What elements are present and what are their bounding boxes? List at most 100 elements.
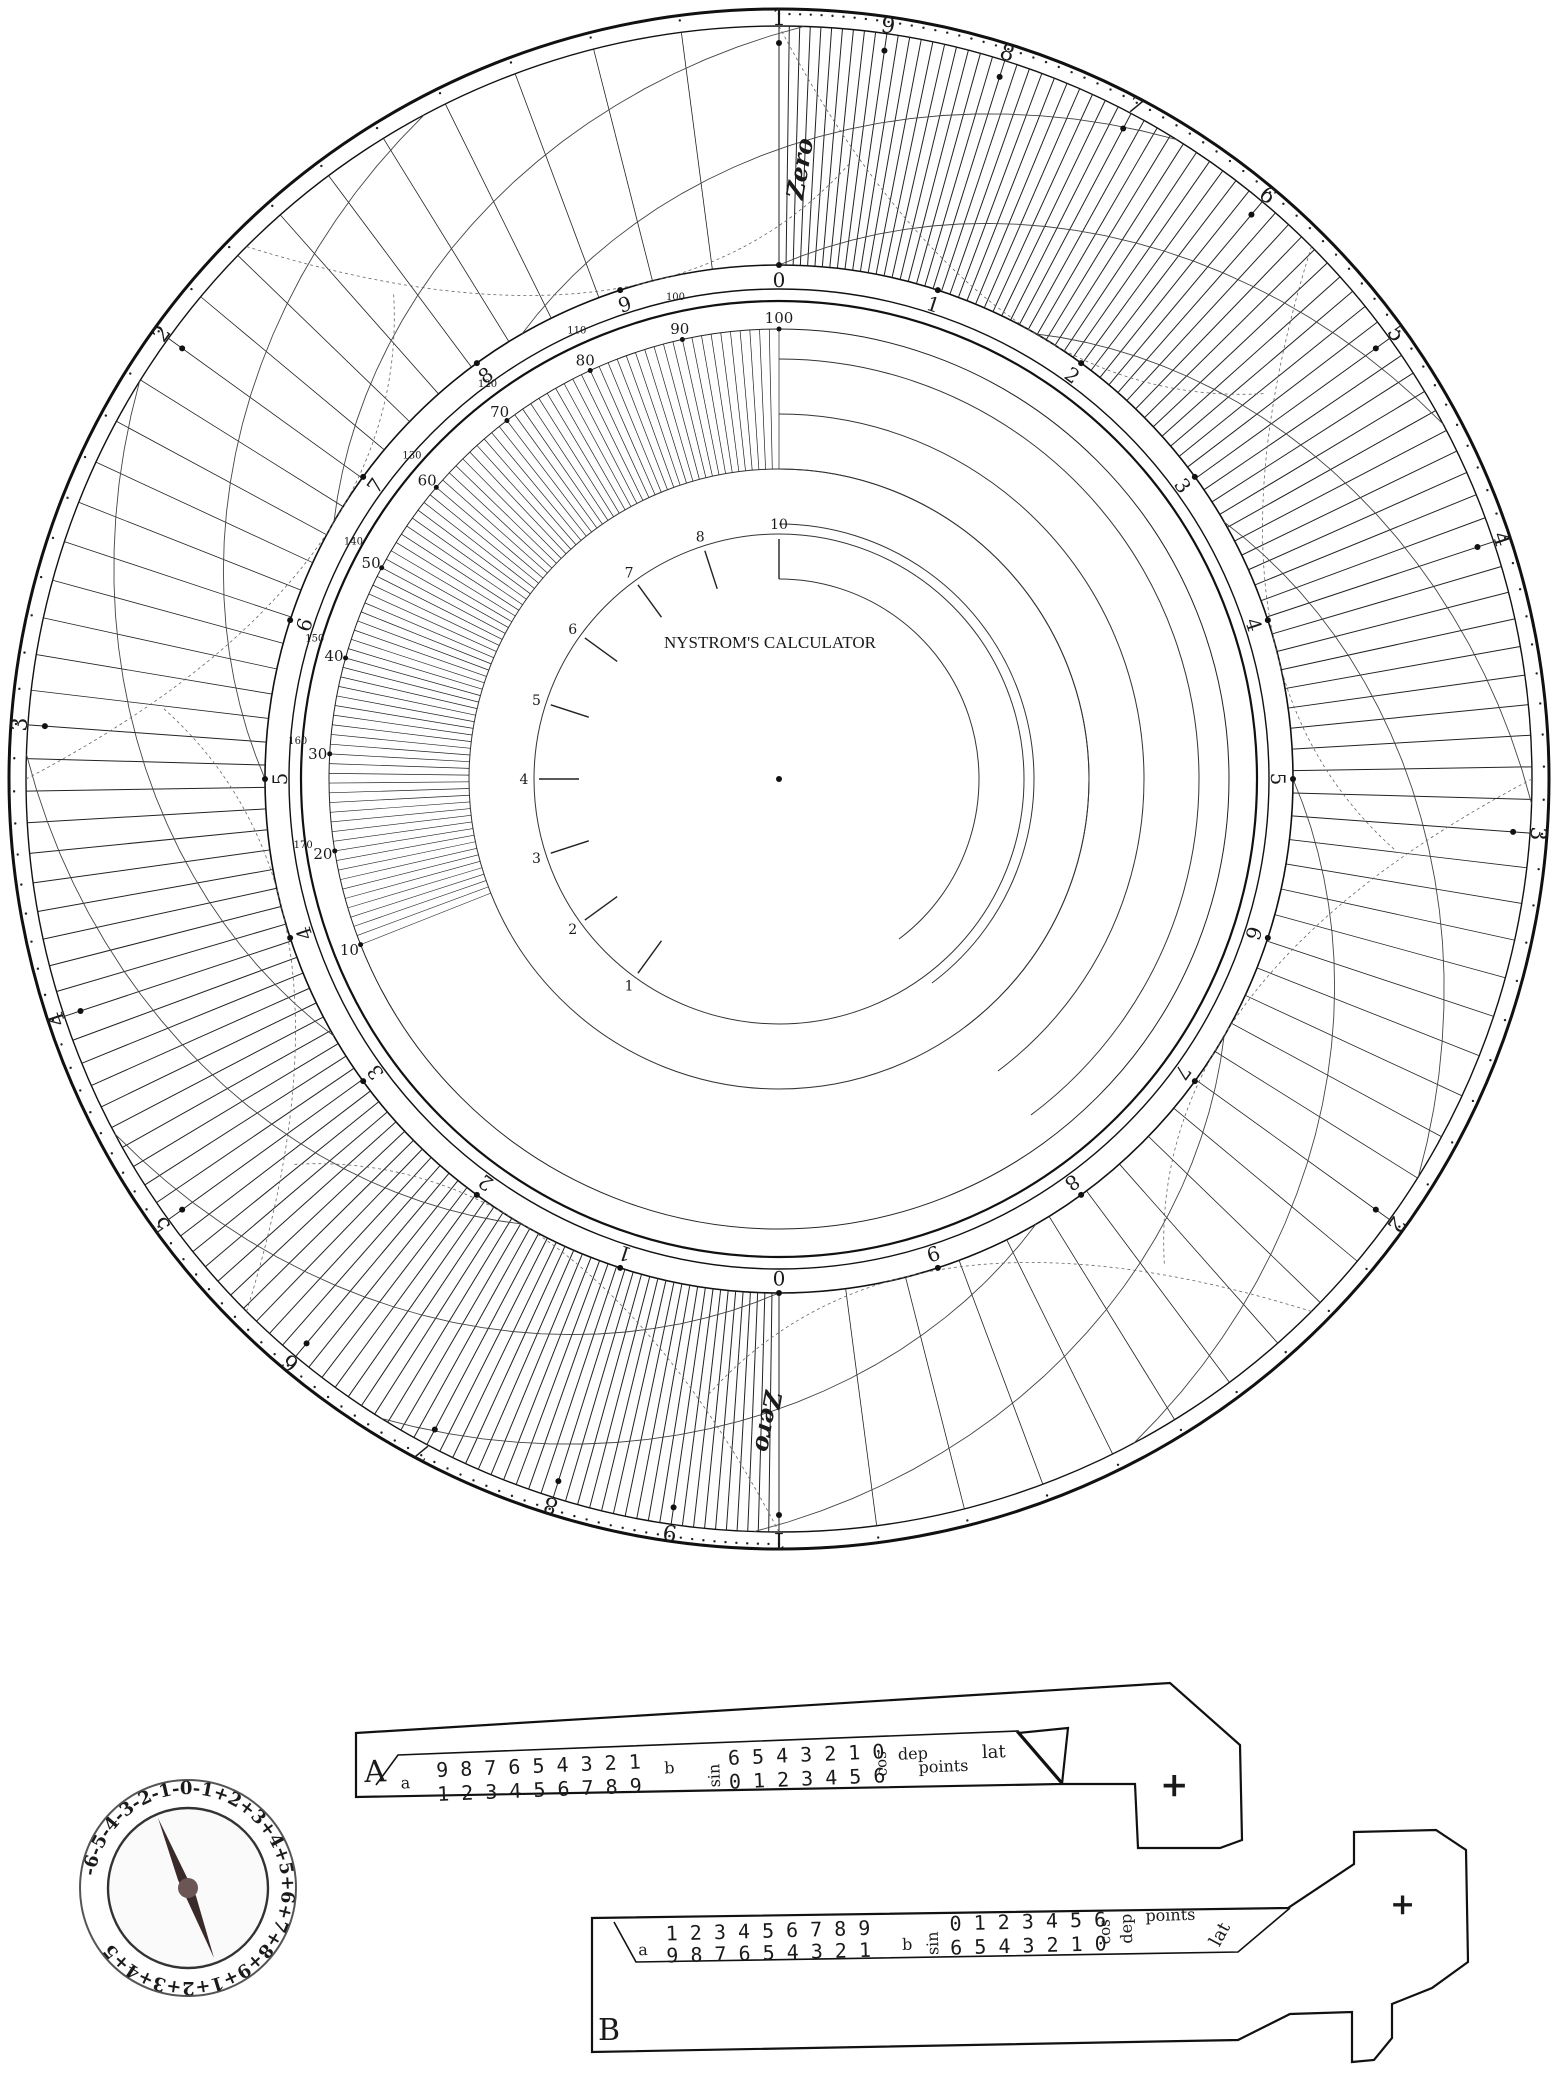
slider-a-sin-label: sin (704, 1763, 724, 1787)
slider-b-letter: B (598, 2013, 620, 2048)
outer-scale-line (747, 1292, 759, 1532)
outer-digit-dot (179, 345, 186, 352)
middle-digit-label: 9 (615, 291, 635, 318)
outer-tick-dot (1530, 643, 1534, 646)
outer-scale-line (140, 379, 344, 507)
outer-scale-line (200, 296, 385, 451)
outer-scale-line (725, 1291, 744, 1531)
inner-degree-line (345, 657, 481, 696)
outer-digit-dot (431, 1426, 438, 1433)
outer-scale-line (1291, 815, 1531, 834)
outer-scale-line (757, 1292, 766, 1532)
outer-scale-line (875, 39, 922, 275)
outer-digit-dot (881, 47, 888, 54)
inner-scale-dot (358, 942, 364, 948)
outer-tick-dot (982, 40, 985, 44)
outer-tick-dot (1179, 1428, 1183, 1432)
inner-degree-line (635, 352, 681, 486)
outer-digit-label: 1 (772, 6, 786, 31)
outer-digit-dot (303, 1340, 310, 1347)
inner-degree-line (644, 349, 687, 484)
slider-a[interactable]: A a 9 8 7 6 5 4 3 2 1 1 2 3 4 5 6 7 8 9 … (354, 1681, 1244, 1850)
inner-small-label: 150 (305, 633, 324, 644)
dotted-chord (707, 1262, 1312, 1396)
inner-scale-dot (433, 484, 439, 490)
outer-scale-line (966, 77, 1055, 301)
outer-tick-dot (724, 1540, 727, 1544)
inner-degree-line (522, 408, 603, 525)
inner-degree-line (368, 593, 497, 652)
outer-tick-dot (23, 651, 26, 654)
dotted-chord (293, 1163, 780, 1533)
middle-digit-label: 7 (362, 473, 389, 497)
slider-b-pivot-cross[interactable]: + (1390, 1887, 1415, 1922)
outer-tick-dot (1503, 1018, 1507, 1022)
outer-scale-line (949, 68, 1030, 295)
outer-tick-dot (1444, 403, 1448, 406)
outer-scale-line (1108, 201, 1263, 386)
outer-scale-line (883, 41, 934, 276)
middle-digit-dot (1191, 473, 1198, 480)
middle-digit-dot (776, 262, 782, 268)
inner-degree-line (476, 445, 572, 550)
outer-tick-dot (1228, 159, 1232, 163)
inner-degree-line (345, 861, 481, 899)
inner-unit-line (704, 550, 718, 590)
band-curve (114, 1133, 780, 1336)
dotted-chord (162, 707, 296, 1312)
outer-tick-dot (24, 912, 28, 915)
middle-ring-edge (288, 288, 1270, 1270)
slider-a-pivot-cross[interactable]: + (1160, 1765, 1189, 1805)
center-point (776, 776, 782, 782)
outer-scale-line (1292, 734, 1531, 750)
inner-degree-line (333, 714, 473, 736)
outer-tick-dot (145, 1208, 148, 1211)
inner-degree-line (340, 848, 477, 880)
band-curve (381, 1223, 1037, 1445)
outer-scale-line (1054, 143, 1184, 346)
inner-small-label: 130 (402, 451, 421, 462)
outer-tick-dot (966, 1519, 969, 1522)
outer-tick-dot (1334, 253, 1338, 256)
outer-scale-line (383, 138, 510, 342)
inner-degree-line (442, 479, 548, 574)
outer-digit-dot (41, 723, 48, 730)
outer-tick-dot (735, 1541, 738, 1545)
inner-degree-line (330, 743, 470, 756)
inner-degree-line (396, 542, 516, 617)
outer-scale-line (413, 1228, 531, 1438)
outer-scale-line (1010, 106, 1119, 321)
outer-tick-dot (14, 822, 17, 825)
outer-tick-dot (220, 1302, 224, 1305)
outer-tick-dot (1255, 180, 1258, 183)
outer-digit-label: 6 (277, 1348, 304, 1376)
outer-tick-dot (1215, 150, 1218, 153)
outer-digit-label: 5 (148, 1211, 176, 1237)
outer-scale-line (81, 972, 304, 1064)
middle-digit-label: 2 (473, 1169, 497, 1196)
outer-tick-dot (1532, 904, 1535, 907)
outer-scale-line (347, 1200, 486, 1397)
outer-tick-dot (1422, 365, 1425, 368)
outer-scale-line (704, 1290, 729, 1529)
outer-scale-line (1048, 1216, 1175, 1420)
outer-scale-line (1135, 236, 1302, 410)
outer-tick-dot (864, 17, 868, 21)
inner-degree-line (691, 337, 720, 475)
slider-b[interactable]: a 1 2 3 4 5 6 7 8 9 9 8 7 6 5 4 3 2 1 b … (590, 1824, 1470, 2079)
slider-b-small-b: b (902, 1935, 913, 1954)
outer-digit-label: 2 (1381, 1211, 1409, 1237)
outer-scale-line (1144, 249, 1315, 418)
outer-tick-dot (1007, 47, 1010, 51)
outer-tick-dot (1535, 672, 1538, 675)
outer-scale-line (217, 1121, 397, 1282)
outer-scale-line (279, 214, 439, 395)
outer-tick-dot (446, 1467, 449, 1470)
outer-digit-label: 7 (1123, 92, 1147, 121)
outer-tick-dot (1385, 313, 1389, 316)
outer-scale-line (444, 103, 552, 319)
outer-scale-line (295, 1172, 450, 1357)
outer-tick-dot (1235, 1390, 1238, 1394)
small-pointer-dial[interactable]: -6-5-4-3-2-1-0-1+2+3+4+5+6+7+8+9+1+2+3+4… (79, 1778, 298, 1998)
inner-unit-label: 10 (770, 517, 788, 533)
